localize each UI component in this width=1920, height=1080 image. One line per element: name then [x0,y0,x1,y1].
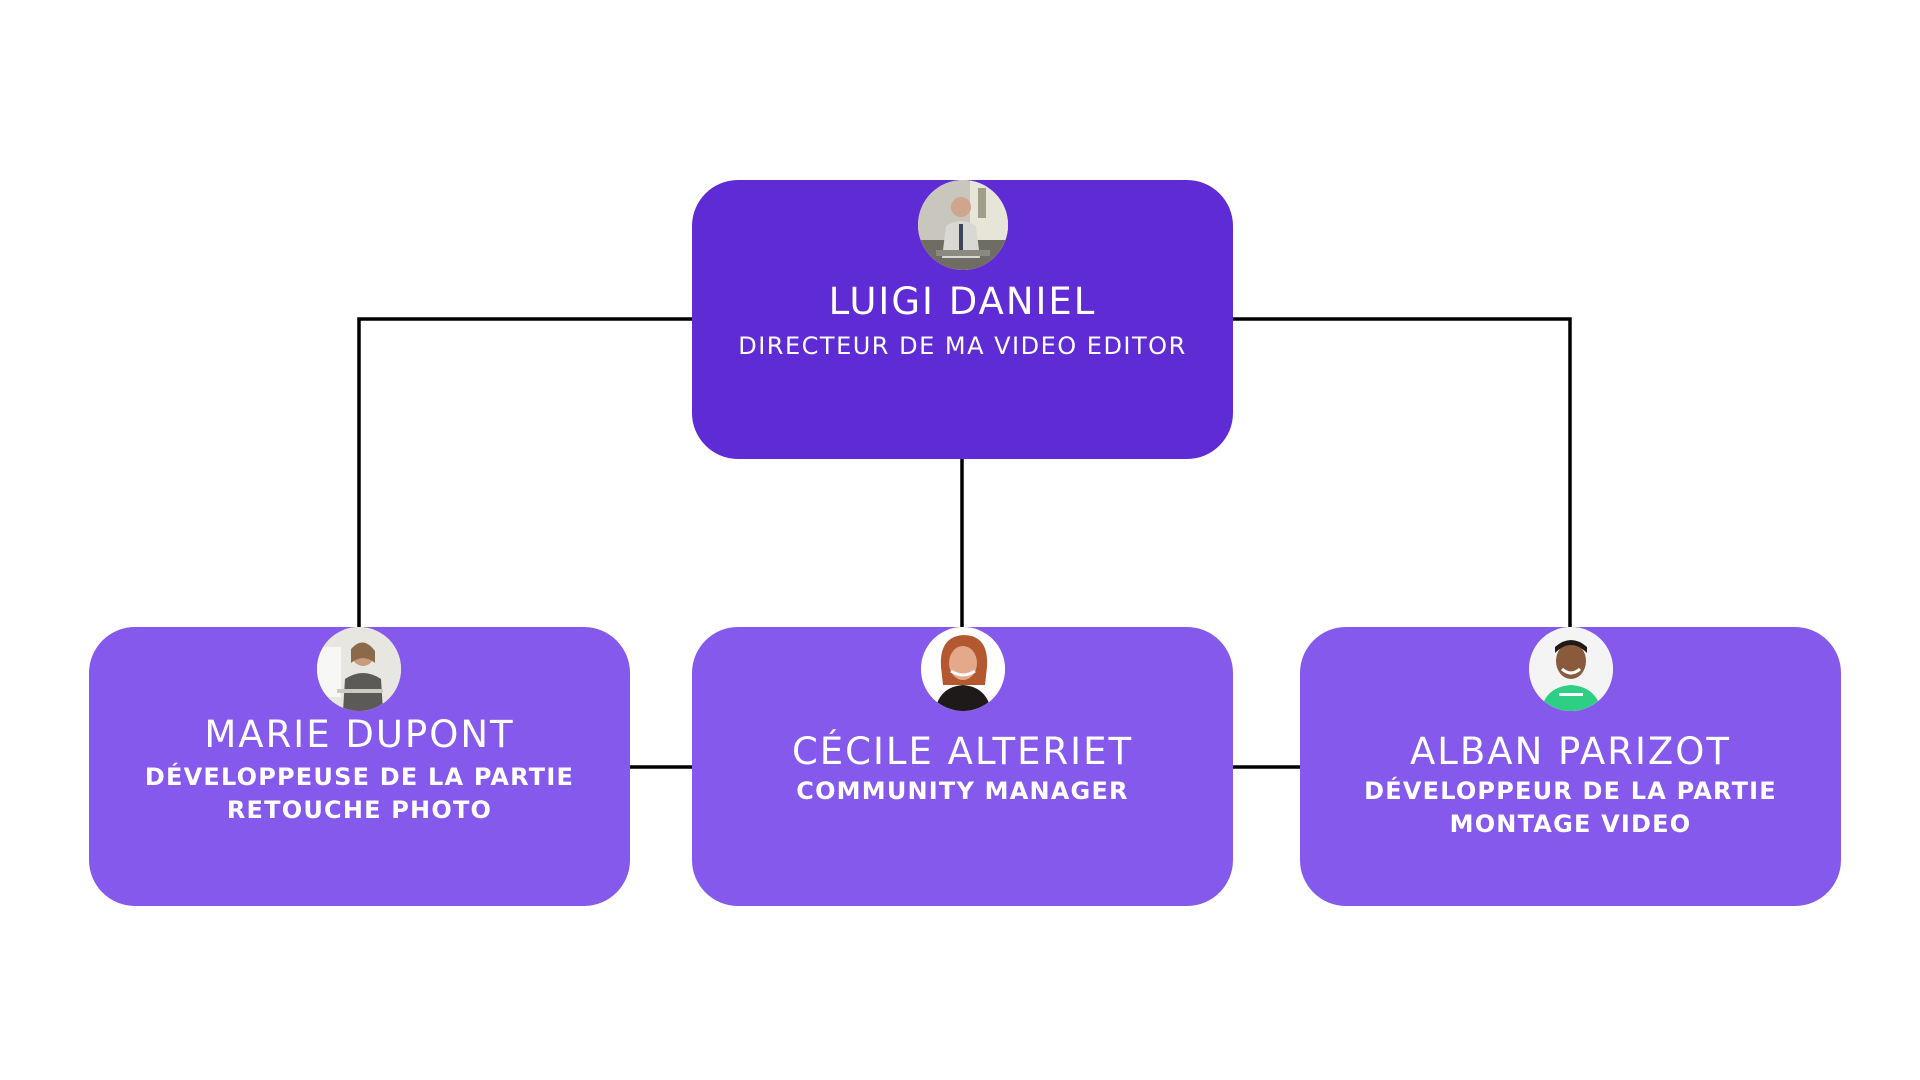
person-role: DÉVELOPPEUR DE LA PARTIE MONTAGE VIDEO [1300,775,1841,841]
person-role: DIRECTEUR DE MA VIDEO EDITOR [738,332,1187,360]
role-line: DÉVELOPPEUR DE LA PARTIE [1364,777,1777,805]
connector-director-marie [357,317,692,631]
report-card-cecile: CÉCILE ALTERIET COMMUNITY MANAGER [692,627,1233,906]
person-role: COMMUNITY MANAGER [692,775,1233,808]
report-card-alban: ALBAN PARIZOT DÉVELOPPEUR DE LA PARTIE M… [1300,627,1841,906]
person-photo-icon [1528,627,1613,711]
role-line: COMMUNITY MANAGER [796,777,1129,805]
person-name: CÉCILE ALTERIET [791,730,1134,773]
person-name: ALBAN PARIZOT [1409,730,1731,773]
person-photo-icon [316,627,401,711]
role-line: MONTAGE VIDEO [1449,810,1692,838]
person-name: MARIE DUPONT [204,713,515,756]
avatar [316,627,401,711]
person-photo-icon [917,180,1008,270]
person-name: LUIGI DANIEL [828,280,1097,323]
person-role: DÉVELOPPEUSE DE LA PARTIE RETOUCHE PHOTO [89,761,630,827]
connector-director-alban [1233,317,1572,631]
person-photo-icon [920,627,1005,711]
avatar [1528,627,1613,711]
role-line: RETOUCHE PHOTO [226,796,493,824]
avatar [920,627,1005,711]
avatar [917,180,1008,270]
role-line: DÉVELOPPEUSE DE LA PARTIE [144,763,575,791]
report-card-marie: MARIE DUPONT DÉVELOPPEUSE DE LA PARTIE R… [89,627,630,906]
director-card: LUIGI DANIEL DIRECTEUR DE MA VIDEO EDITO… [692,180,1233,459]
